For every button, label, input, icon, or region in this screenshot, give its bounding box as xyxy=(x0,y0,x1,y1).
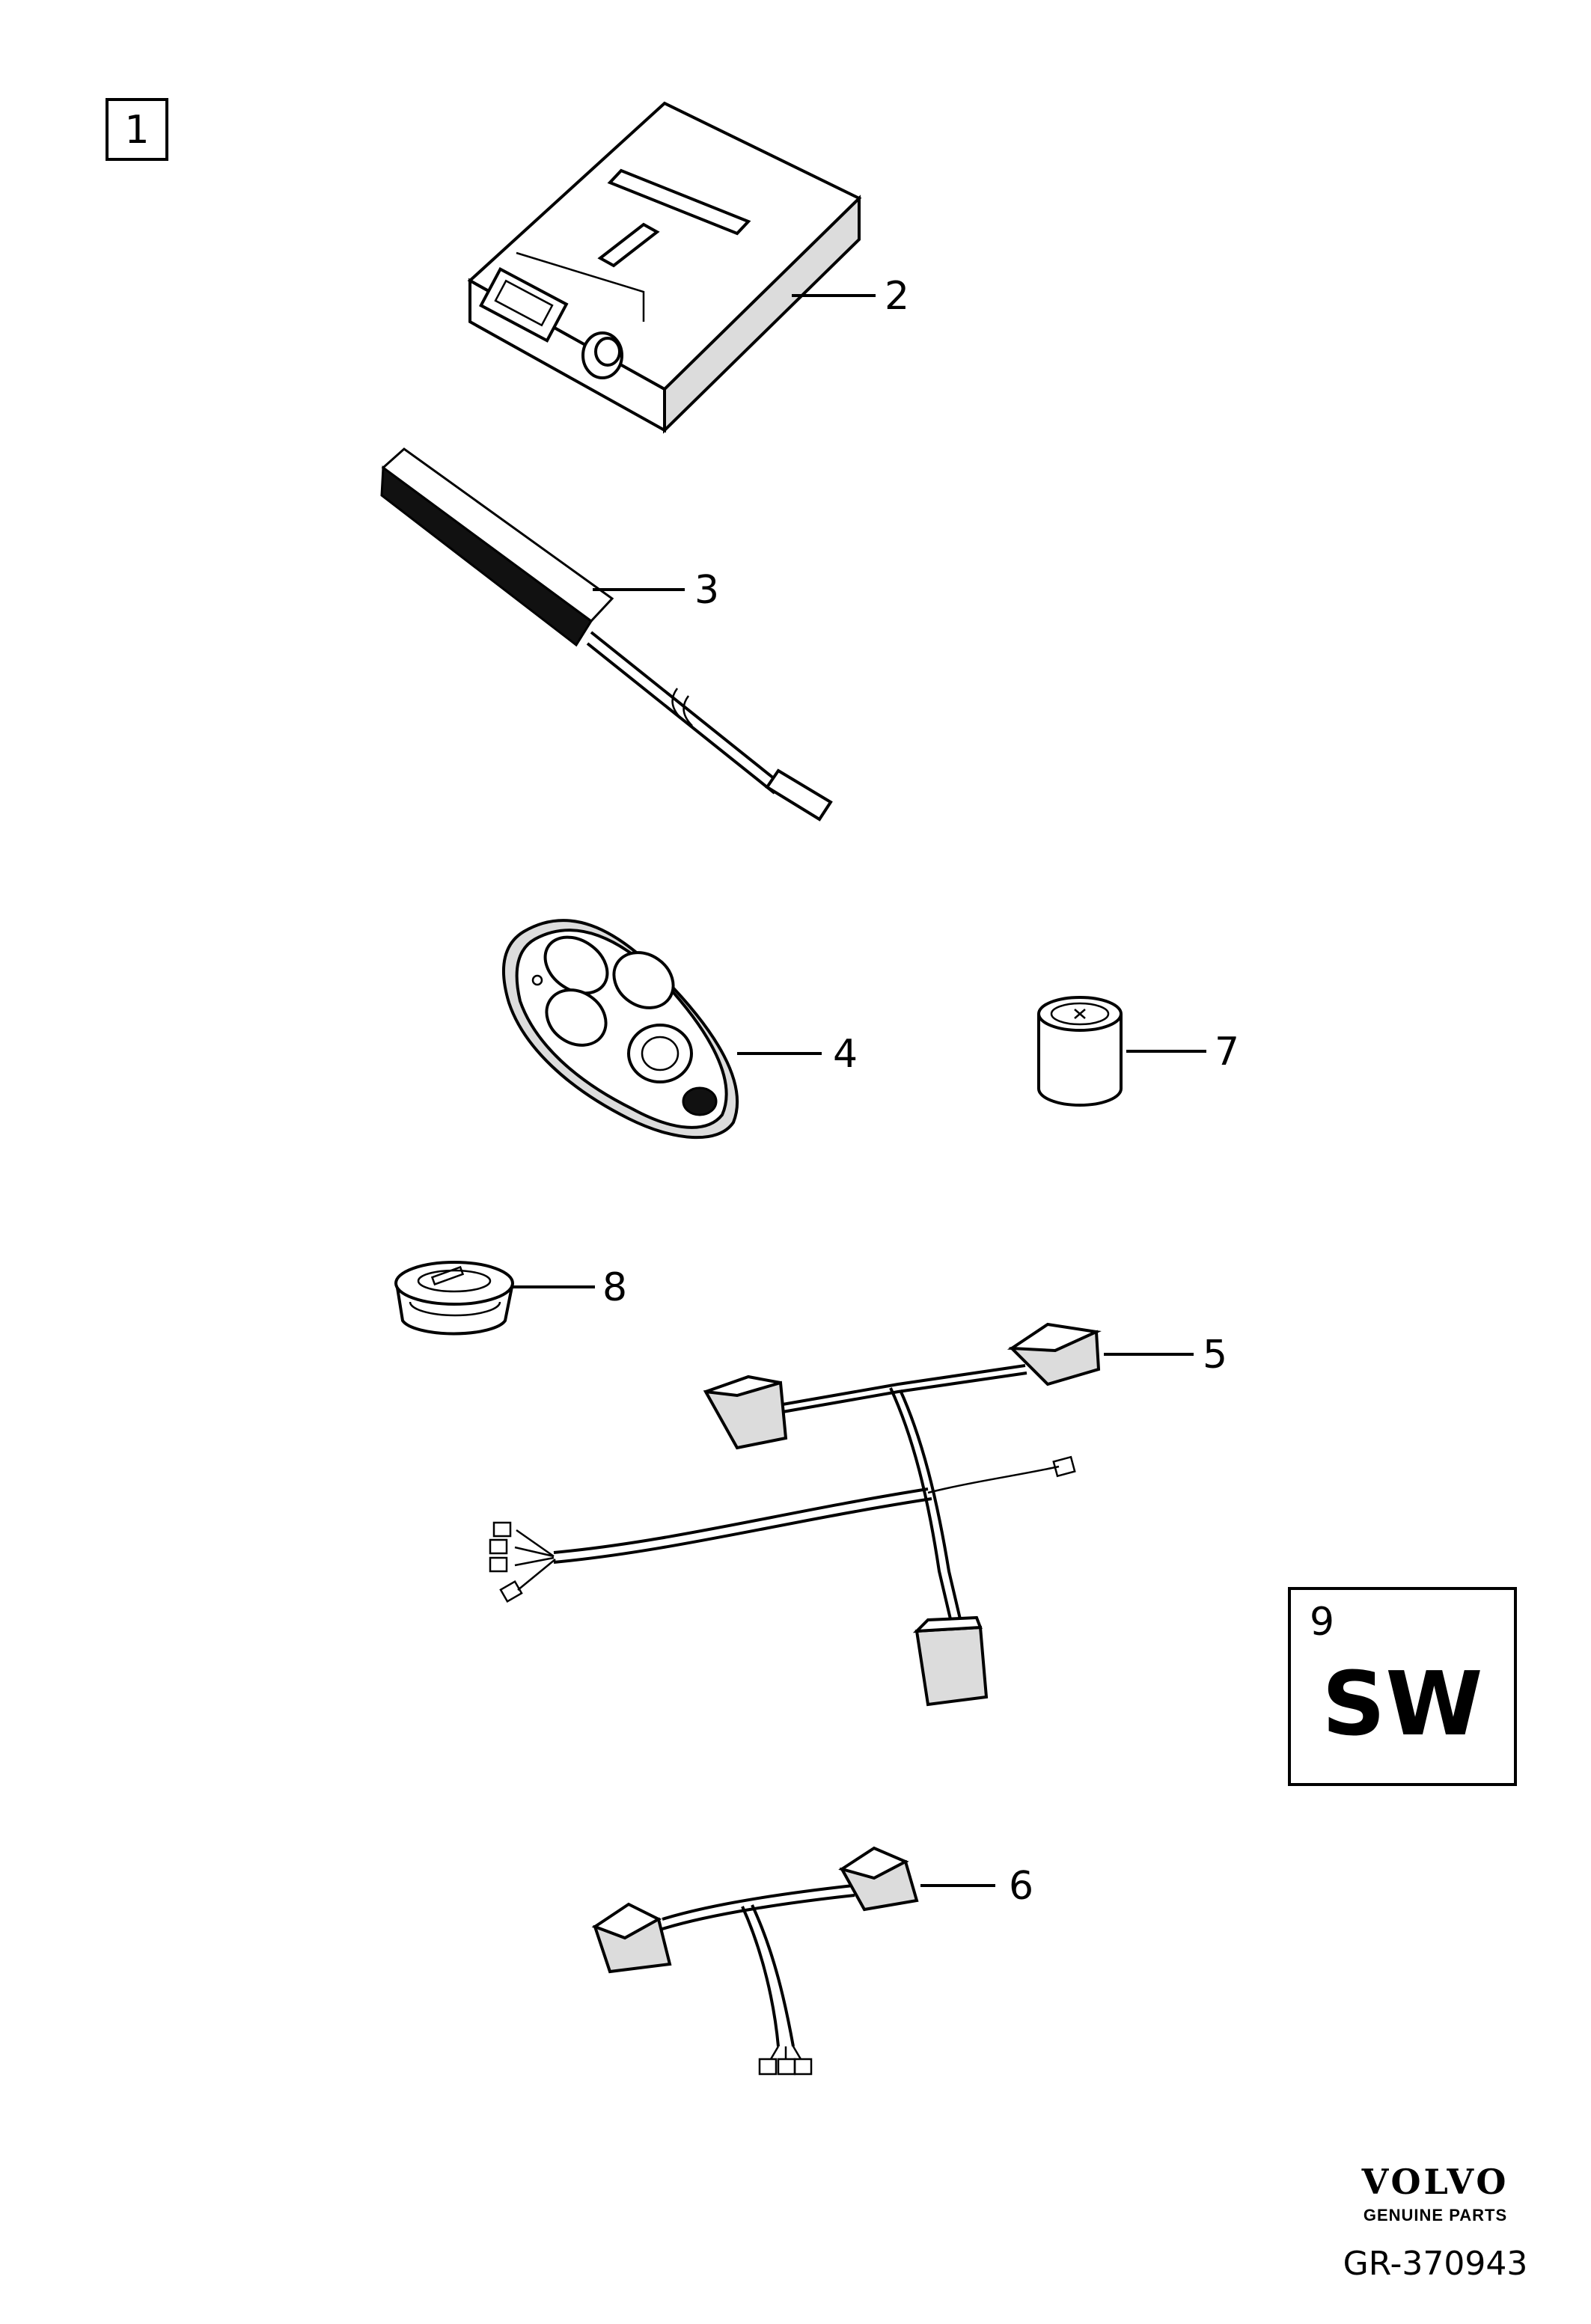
diagram-reference: GR-370943 xyxy=(1343,2245,1528,2283)
kit-number-label: 1 xyxy=(124,108,149,153)
callout-8: 8 xyxy=(602,1265,627,1310)
callout-4: 4 xyxy=(833,1032,858,1077)
software-box-number: 9 xyxy=(1310,1600,1334,1645)
brand-tagline: GENUINE PARTS xyxy=(1364,2206,1507,2224)
callout-5: 5 xyxy=(1203,1333,1227,1377)
software-box-label: SW xyxy=(1322,1652,1482,1755)
remote-key-drawing xyxy=(502,919,739,1140)
wiring-harness-drawing xyxy=(489,1322,1102,1707)
adapter-harness-drawing xyxy=(591,1846,919,2076)
callout-6: 6 xyxy=(1009,1864,1033,1909)
battery-drawing xyxy=(1037,996,1123,1107)
control-module-drawing xyxy=(467,101,862,434)
callout-7: 7 xyxy=(1215,1030,1239,1074)
callout-3: 3 xyxy=(694,568,719,613)
antenna-drawing xyxy=(380,447,833,822)
kit-number-box: 1 xyxy=(106,98,168,161)
callout-2: 2 xyxy=(885,274,909,319)
battery-cover-drawing xyxy=(394,1261,514,1336)
software-box: 9 SW xyxy=(1288,1587,1517,1786)
brand-logo: VOLVO xyxy=(1361,2162,1509,2202)
